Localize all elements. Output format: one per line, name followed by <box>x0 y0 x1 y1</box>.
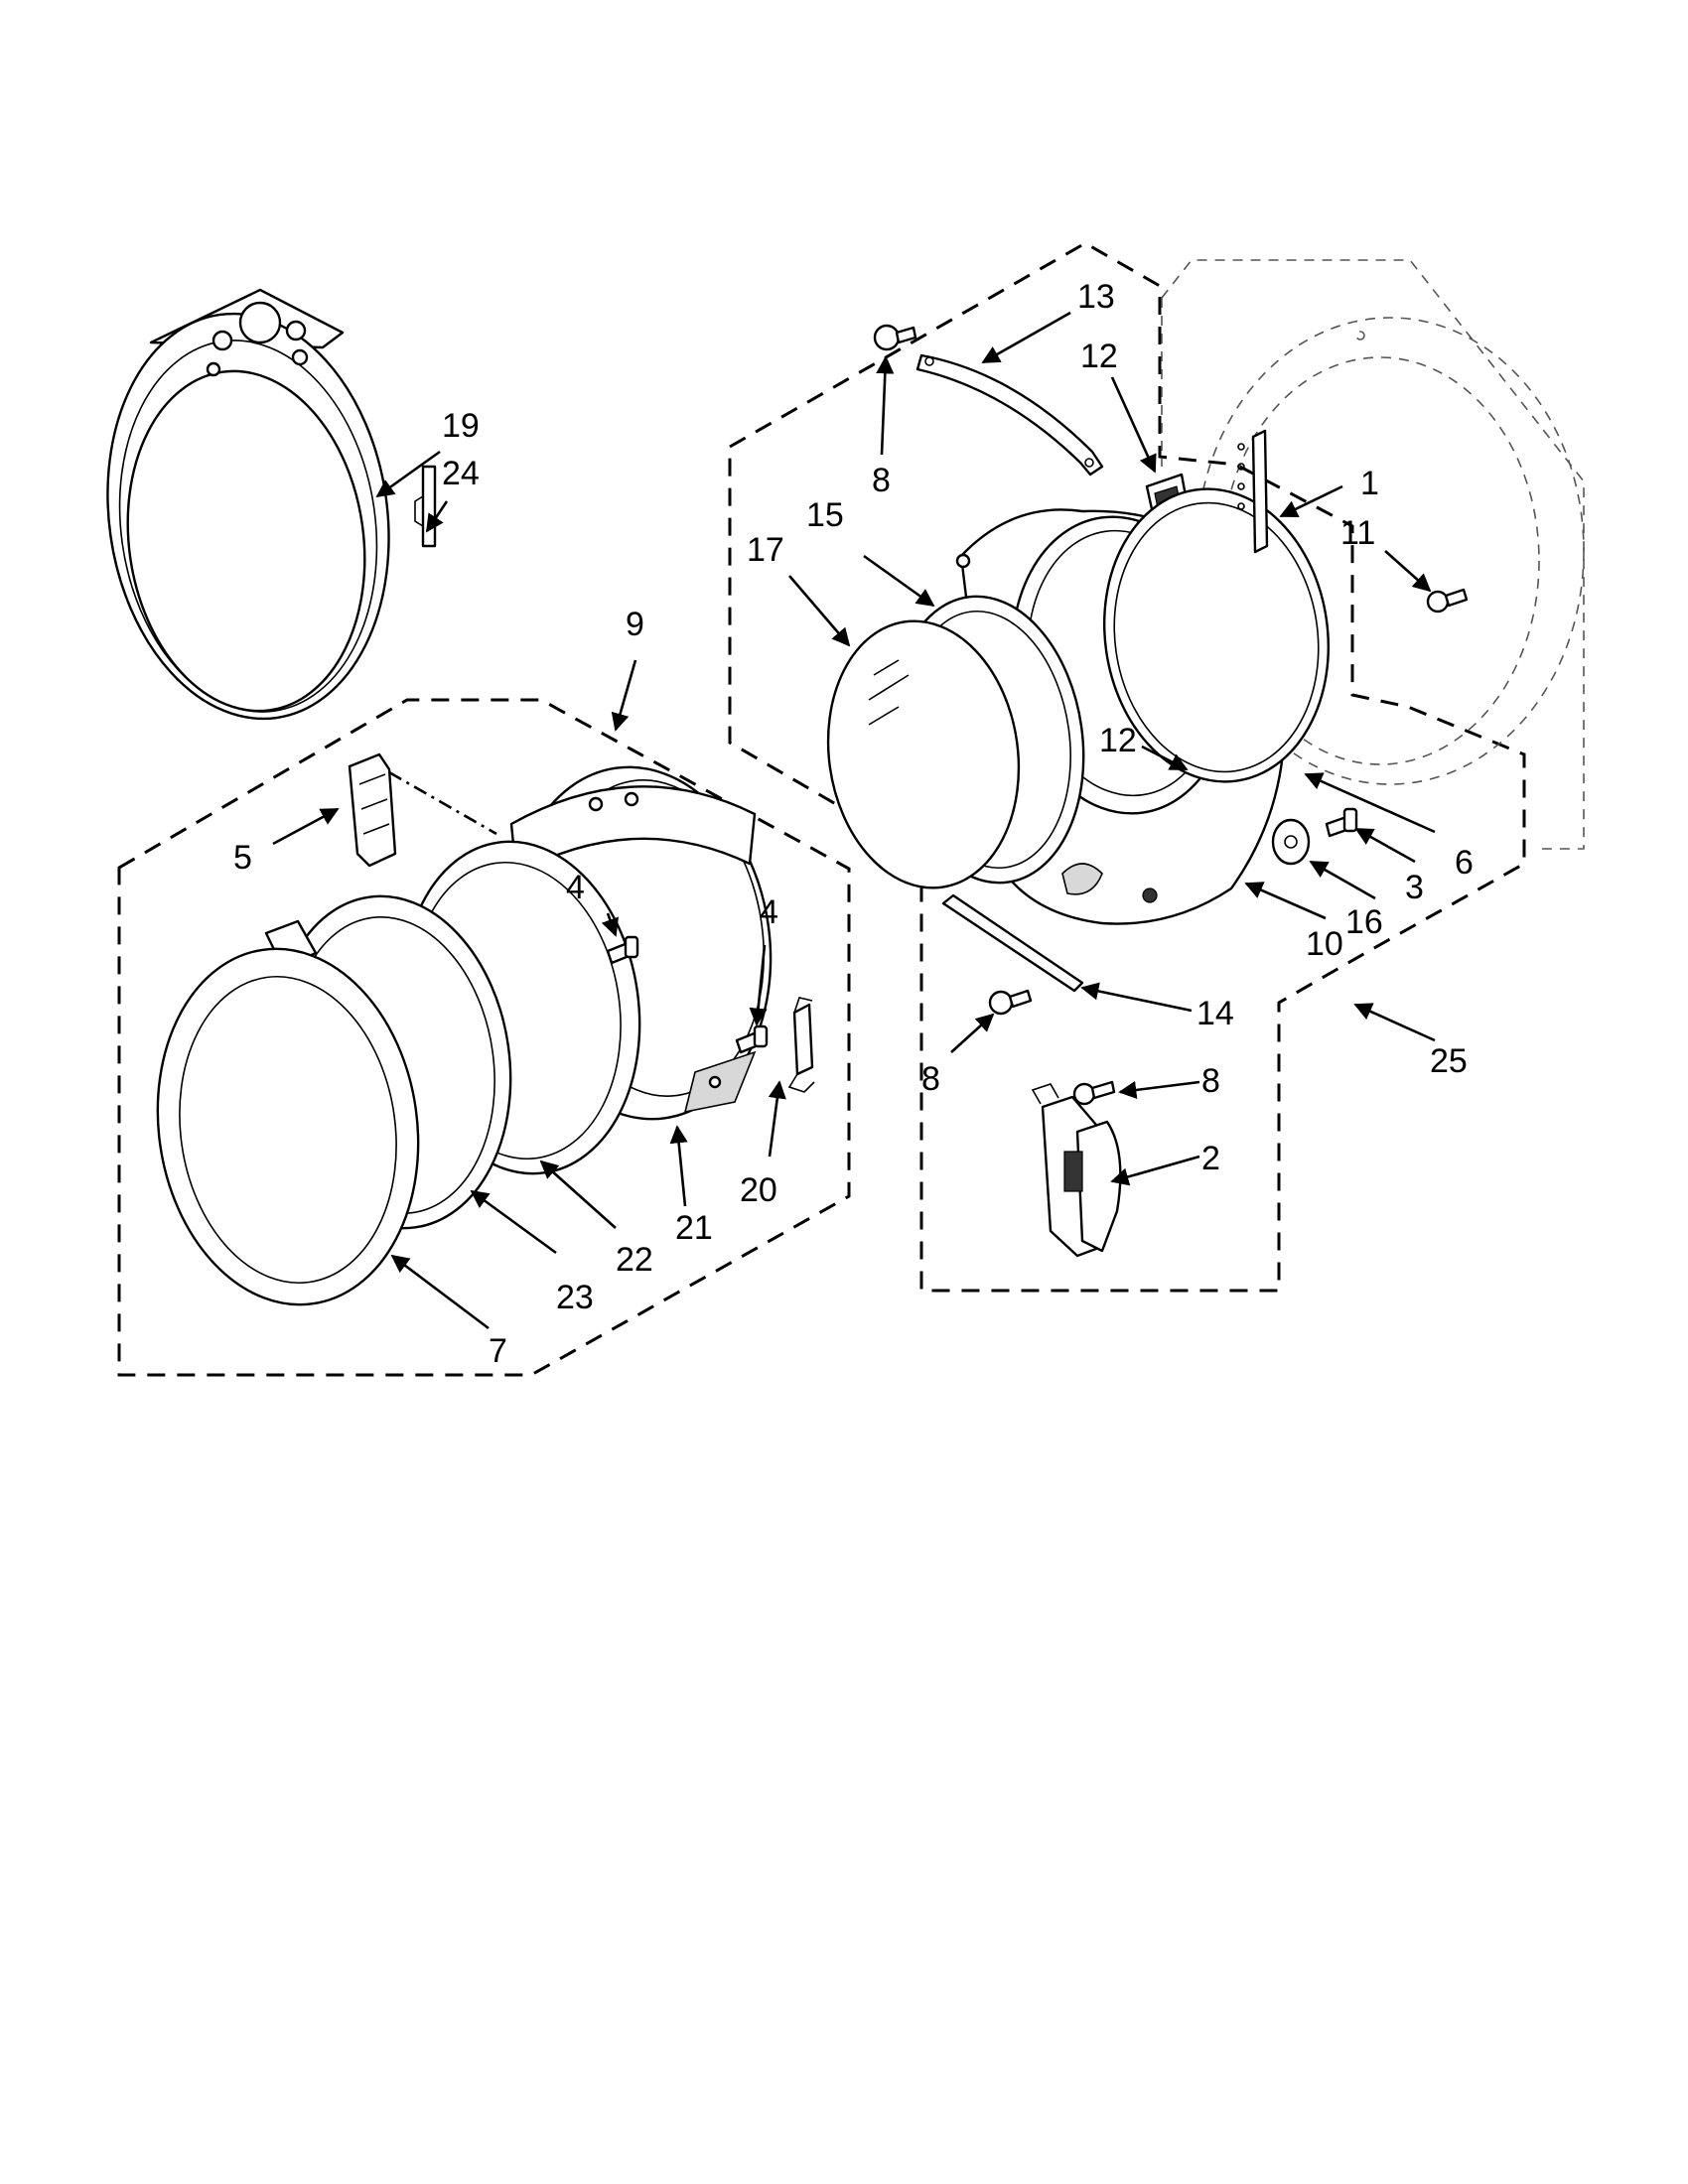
callout-12a: 12 <box>1080 338 1118 375</box>
callout-13: 13 <box>1077 278 1115 316</box>
callout-23: 23 <box>556 1279 594 1316</box>
callout-9: 9 <box>626 606 644 643</box>
callout-20: 20 <box>740 1171 777 1209</box>
callout-25: 25 <box>1430 1042 1468 1080</box>
part-strap-13 <box>915 353 1104 477</box>
callout-15: 15 <box>806 496 844 534</box>
callout-4a: 4 <box>566 869 585 906</box>
part-gasket-6 <box>1102 487 1331 783</box>
callout-1: 1 <box>1360 465 1379 502</box>
callout-10: 10 <box>1306 925 1343 963</box>
callout-12b: 12 <box>1099 722 1137 759</box>
door-assembly-group-outline <box>117 698 851 1377</box>
part-bulkhead-ring <box>106 288 390 721</box>
callout-2: 2 <box>1201 1140 1220 1177</box>
part-screw-4a <box>606 935 639 965</box>
callout-17: 17 <box>747 531 784 569</box>
part-door-ring-7 <box>156 947 420 1306</box>
callout-8b: 8 <box>921 1060 940 1098</box>
part-bracket-24 <box>414 465 437 548</box>
part-screw-8c <box>1072 1080 1116 1106</box>
callout-24: 24 <box>442 455 480 492</box>
callout-labels: 19 24 9 5 4 4 20 21 22 23 7 13 12 8 15 1… <box>233 278 1474 1370</box>
callout-22: 22 <box>616 1241 653 1279</box>
callout-21: 21 <box>675 1209 713 1247</box>
part-screw-4b <box>735 1024 769 1054</box>
front-panel-group-outline <box>728 241 1526 1293</box>
callout-11: 11 <box>1340 514 1375 552</box>
part-screw-8a <box>873 324 917 351</box>
dryer-cabinet-ghost <box>1161 259 1585 850</box>
part-strip-1 <box>1237 429 1269 554</box>
callout-6: 6 <box>1455 844 1474 882</box>
callout-8c: 8 <box>1201 1062 1220 1100</box>
callout-16: 16 <box>1345 903 1383 941</box>
part-door-hinge-5 <box>348 752 397 868</box>
callout-8a: 8 <box>872 462 891 499</box>
part-screw-3 <box>1325 807 1358 838</box>
callout-14: 14 <box>1196 995 1234 1032</box>
part-latch-bracket-20 <box>787 997 815 1093</box>
callout-3: 3 <box>1405 869 1424 906</box>
part-washer-16 <box>1271 818 1311 866</box>
callout-19: 19 <box>442 407 480 445</box>
part-screw-11 <box>1426 588 1469 614</box>
callout-4b: 4 <box>760 893 778 931</box>
callout-7: 7 <box>489 1332 507 1370</box>
part-inner-glass-17 <box>826 619 1021 889</box>
part-screw-8b <box>988 989 1033 1016</box>
callout-5: 5 <box>233 839 252 877</box>
leader-lines <box>272 311 1436 1330</box>
part-door-latch-2 <box>1031 1083 1122 1258</box>
